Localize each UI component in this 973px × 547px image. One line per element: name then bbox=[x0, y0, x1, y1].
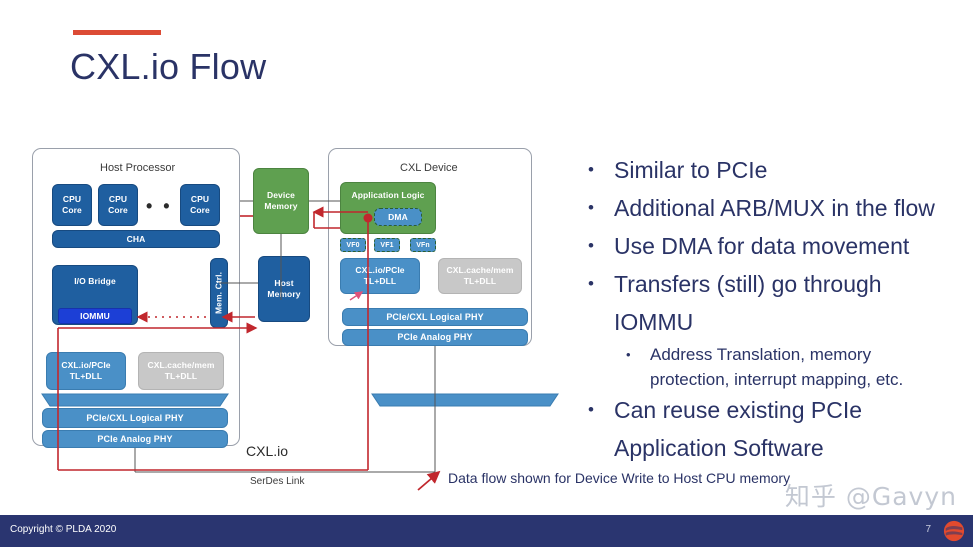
host-logical-phy: PCIe/CXL Logical PHY bbox=[42, 408, 228, 428]
bullet-2: Additional ARB/MUX in the flow bbox=[578, 190, 968, 226]
device-cxlio-pcie-tldll: CXL.io/PCIe TL+DLL bbox=[340, 258, 420, 294]
bullet-5-continuation: Application Software bbox=[614, 435, 824, 461]
host-cxl-cachemem-tldll: CXL.cache/mem TL+DLL bbox=[138, 352, 224, 390]
sub-bullet-1-continuation: protection, interrupt mapping, etc. bbox=[650, 370, 904, 389]
host-processor-title: Host Processor bbox=[100, 162, 176, 174]
bullet-5: Can reuse existing PCIe bbox=[578, 392, 968, 428]
iommu-block: IOMMU bbox=[58, 308, 132, 324]
sub-bullet-1: Address Translation, memory bbox=[578, 342, 968, 367]
host-memory-block: Host Memory bbox=[258, 256, 310, 322]
vf-0: VF0 bbox=[340, 238, 366, 252]
device-cxl-cachemem-tldll: CXL.cache/mem TL+DLL bbox=[438, 258, 522, 294]
cpu-core-0: CPU Core bbox=[52, 184, 92, 226]
cpu-core-1: CPU Core bbox=[98, 184, 138, 226]
serdes-link-label: SerDes Link bbox=[250, 476, 305, 487]
dma-block: DMA bbox=[374, 208, 422, 226]
plda-swirl-logo-icon bbox=[943, 520, 965, 542]
cxl-io-link-label: CXL.io bbox=[246, 443, 289, 459]
cxl-device-title: CXL Device bbox=[400, 162, 458, 174]
data-flow-arrow-icon bbox=[417, 470, 441, 491]
device-logical-phy: PCIe/CXL Logical PHY bbox=[342, 308, 528, 326]
bullet-1: Similar to PCIe bbox=[578, 152, 968, 188]
page-title: CXL.io Flow bbox=[70, 46, 267, 87]
bullet-3: Use DMA for data movement bbox=[578, 228, 968, 264]
host-cxlio-pcie-tldll: CXL.io/PCIe TL+DLL bbox=[46, 352, 126, 390]
host-funnel-shape bbox=[41, 393, 559, 407]
device-memory-block: Device Memory bbox=[253, 168, 309, 234]
host-analog-phy: PCIe Analog PHY bbox=[42, 430, 228, 448]
device-analog-phy: PCIe Analog PHY bbox=[342, 329, 528, 346]
page-number: 7 bbox=[925, 524, 931, 535]
flow-lines-overlay bbox=[57, 200, 436, 473]
title-accent-bar bbox=[73, 30, 161, 35]
watermark-text: 知乎 @Gavyn bbox=[784, 482, 957, 511]
bullet-list: Similar to PCIe Additional ARB/MUX in th… bbox=[578, 152, 968, 468]
bullet-4: Transfers (still) go through bbox=[578, 266, 968, 302]
copyright-text: Copyright © PLDA 2020 bbox=[10, 524, 117, 535]
vf-n: VFn bbox=[410, 238, 436, 252]
vf-1: VF1 bbox=[374, 238, 400, 252]
cpu-core-2: CPU Core bbox=[180, 184, 220, 226]
cha-block: CHA bbox=[52, 230, 220, 248]
cpu-core-ellipsis: • • • bbox=[146, 196, 190, 216]
cxl-io-flow-diagram: Host Processor CPU Core CPU Core • • • C… bbox=[28, 140, 568, 500]
bullet-4-continuation: IOMMU bbox=[614, 309, 694, 335]
data-flow-caption: Data flow shown for Device Write to Host… bbox=[448, 470, 791, 486]
slide-footer: Copyright © PLDA 2020 7 bbox=[0, 515, 973, 547]
